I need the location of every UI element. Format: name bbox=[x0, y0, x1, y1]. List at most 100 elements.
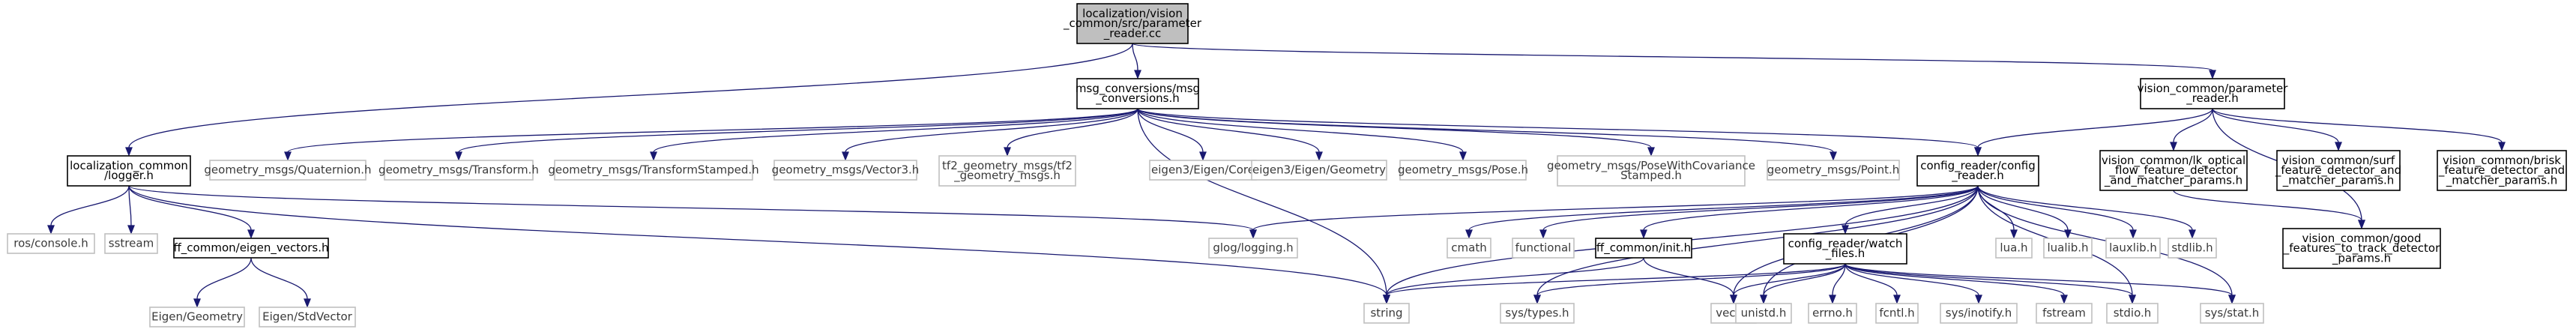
node-gm-tfs: geometry_msgs/TransformStamped.h bbox=[548, 160, 759, 181]
node-label-line: vision_common/surf bbox=[2282, 154, 2395, 168]
node-eig-sv: Eigen/StdVector bbox=[259, 307, 356, 328]
edge-watch-to-sysstat bbox=[1844, 263, 2236, 304]
node-label-line: sys/inotify.h bbox=[1946, 307, 2012, 320]
edge-msg_conv-to-eig_geo bbox=[1137, 108, 1323, 161]
node-string: string bbox=[1363, 303, 1410, 324]
node-label-line: _conversions.h bbox=[1095, 91, 1179, 106]
node-label-line: functional bbox=[1515, 241, 1572, 255]
node-label-line: vision_common/brisk bbox=[2443, 154, 2561, 168]
edge-logger-to-glog bbox=[128, 185, 1257, 239]
node-logger[interactable]: localization_common/logger.h bbox=[67, 155, 191, 187]
node-param-reader[interactable]: vision_common/parameter_reader.h bbox=[2138, 78, 2289, 109]
edge-config-to-functional bbox=[1539, 185, 1979, 239]
node-box bbox=[1399, 160, 1527, 181]
edge-watch-to-fstream bbox=[1844, 263, 2068, 304]
node-label-line: sys/stat.h bbox=[2205, 307, 2260, 320]
node-systypes: sys/types.h bbox=[1500, 303, 1575, 324]
node-label-line: vision_common/lk_optical bbox=[2102, 154, 2245, 168]
node-gm-quat: geometry_msgs/Quaternion.h bbox=[204, 160, 372, 181]
node-box bbox=[2200, 303, 2264, 324]
node-label-line: Stamped.h bbox=[1620, 169, 1682, 182]
edge-msg_conv-to-gm_tf bbox=[455, 108, 1138, 161]
node-box bbox=[149, 307, 245, 328]
node-box bbox=[1595, 238, 1692, 259]
edge-msg_conv-to-tf2gm bbox=[1004, 108, 1138, 157]
node-box bbox=[1875, 303, 1919, 324]
edge-watch-to-stdio bbox=[1844, 263, 2136, 304]
node-root[interactable]: localization/vision_common/src/parameter… bbox=[1063, 3, 1202, 44]
node-msg-conv[interactable]: msg_conversions/msg_conversions.h bbox=[1076, 78, 1200, 109]
edge-msg_conv-to-config bbox=[1137, 108, 1982, 157]
edge-msg_conv-to-gm_pwcs bbox=[1137, 108, 1655, 157]
node-label-line: ff_common/init.h bbox=[1596, 241, 1691, 256]
edge-ff_init-to-vector bbox=[1643, 257, 1737, 304]
node-surf[interactable]: vision_common/surf_feature_detector_and_… bbox=[2275, 150, 2401, 191]
node-box bbox=[2276, 150, 2401, 191]
node-label-line: geometry_msgs/Pose.h bbox=[1398, 163, 1528, 178]
node-label-line: sys/types.h bbox=[1505, 307, 1569, 320]
node-box bbox=[2168, 238, 2217, 259]
node-gm-v3: geometry_msgs/Vector3.h bbox=[772, 160, 920, 181]
edge-watch-to-inotify bbox=[1844, 263, 1982, 304]
node-box bbox=[1808, 303, 1857, 324]
node-label-line: Eigen/Geometry bbox=[151, 310, 243, 324]
node-box bbox=[259, 307, 356, 328]
node-config[interactable]: config_reader/config_reader.h bbox=[1916, 155, 2039, 187]
node-label-line: tf2_geometry_msgs/tf2 bbox=[942, 159, 1073, 173]
node-fstream: fstream bbox=[2036, 303, 2093, 324]
node-functional: functional bbox=[1512, 238, 1575, 259]
node-label-line: _feature_detector_and bbox=[2275, 163, 2401, 178]
node-box bbox=[1500, 303, 1575, 324]
node-tf2gm: tf2_geometry_msgs/tf2_geometry_msgs.h bbox=[938, 155, 1076, 187]
edge-msg_conv-to-gm_quat bbox=[284, 108, 1138, 161]
node-label-line: eigen3/Eigen/Core bbox=[1151, 163, 1255, 177]
node-lk[interactable]: vision_common/lk_optical_flow_feature_de… bbox=[2099, 150, 2248, 191]
node-stdio: stdio.h bbox=[2106, 303, 2159, 324]
node-label-line: vision_common/parameter bbox=[2138, 82, 2289, 96]
node-ff-init[interactable]: ff_common/init.h bbox=[1595, 238, 1692, 259]
edge-root-to-logger bbox=[125, 43, 1133, 157]
node-box bbox=[2140, 78, 2285, 109]
node-label-line: _geometry_msgs.h bbox=[953, 169, 1061, 183]
node-label-line: cmath bbox=[1451, 241, 1486, 255]
node-brisk[interactable]: vision_common/brisk_feature_detector_and… bbox=[2437, 150, 2567, 191]
node-label-line: geometry_msgs/Quaternion.h bbox=[204, 163, 371, 178]
node-ff-eig[interactable]: ff_common/eigen_vectors.h bbox=[173, 238, 329, 259]
node-label-line: msg_conversions/msg bbox=[1076, 82, 1200, 96]
node-label-line: geometry_msgs/Point.h bbox=[1767, 163, 1900, 178]
node-watch[interactable]: config_reader/watch_files.h bbox=[1783, 233, 1907, 265]
node-label-line: vision_common/good bbox=[2302, 232, 2422, 246]
edge-logger-to-ff_eig bbox=[128, 185, 255, 239]
node-fcntl: fcntl.h bbox=[1875, 303, 1919, 324]
node-box bbox=[1916, 155, 2039, 187]
node-box bbox=[1208, 238, 1298, 259]
node-label-line: lauxlib.h bbox=[2109, 241, 2157, 255]
node-box bbox=[67, 155, 191, 187]
edge-watch-to-string bbox=[1383, 263, 1846, 304]
node-box bbox=[1735, 303, 1792, 324]
node-lua: lua.h bbox=[1995, 238, 2033, 259]
edge-ff_eig-to-eig_sv bbox=[250, 257, 311, 308]
node-label-line: _reader.h bbox=[1951, 169, 2004, 183]
node-box bbox=[2043, 238, 2093, 259]
node-box bbox=[2437, 150, 2567, 191]
edge-logger-to-ros_console bbox=[47, 185, 130, 235]
node-box bbox=[384, 160, 534, 181]
edge-config-to-ff_init bbox=[1640, 185, 1979, 239]
node-label-line: _feature_detector_and bbox=[2438, 163, 2565, 178]
node-box bbox=[2099, 150, 2248, 191]
node-label-line: _matcher_params.h bbox=[2282, 173, 2395, 187]
node-errno: errno.h bbox=[1808, 303, 1857, 324]
node-cmath: cmath bbox=[1447, 238, 1491, 259]
node-box bbox=[209, 160, 367, 181]
node-box bbox=[173, 238, 329, 259]
edge-config-to-lauxlib bbox=[1977, 185, 2137, 239]
node-label-line: unistd.h bbox=[1741, 307, 1787, 320]
edge-config-to-cmath bbox=[1465, 185, 1979, 239]
node-label-line: lualib.h bbox=[2048, 241, 2089, 255]
node-good[interactable]: vision_common/good_features_to_track_det… bbox=[2282, 228, 2441, 269]
edge-msg_conv-to-gm_point bbox=[1137, 108, 1837, 161]
node-label-line: geometry_msgs/Vector3.h bbox=[772, 163, 920, 178]
node-label-line: _features_to_track_detector bbox=[2283, 241, 2440, 256]
